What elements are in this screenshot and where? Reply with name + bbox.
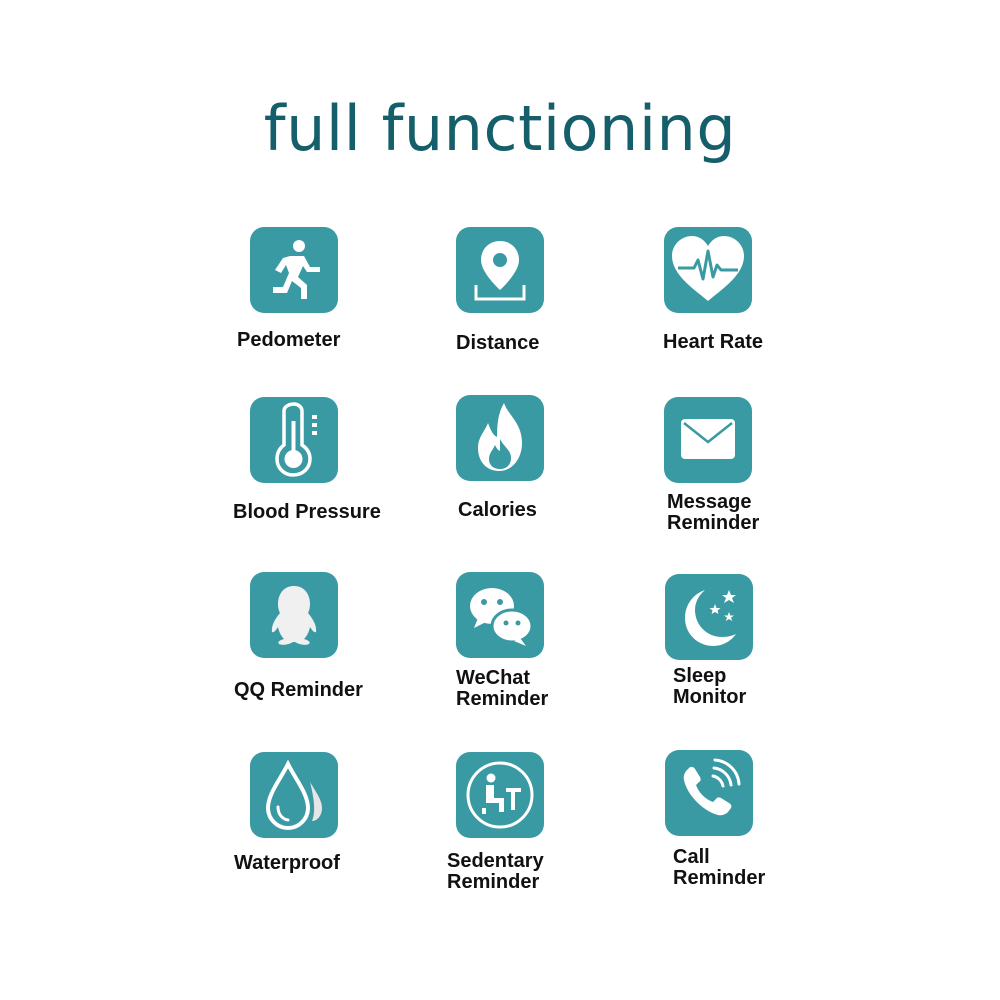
- message-reminder-tile: [664, 397, 752, 483]
- sitting-person-icon: [466, 761, 534, 829]
- qq-reminder-tile: [250, 572, 338, 658]
- distance-tile: [456, 227, 544, 313]
- message-reminder-line1: Message: [667, 491, 752, 513]
- penguin-icon: [271, 586, 317, 645]
- call-reminder-line2: Reminder: [673, 867, 766, 889]
- qq-reminder-label: QQ Reminder: [234, 679, 363, 701]
- sedentary-reminder-label: Sedentary Reminder: [447, 851, 544, 893]
- sleep-monitor-line1: Sleep: [673, 665, 727, 687]
- heartbeat-icon: [672, 236, 744, 301]
- running-person-icon: [273, 240, 320, 299]
- wechat-reminder-line2: Reminder: [456, 688, 549, 710]
- page-title: full functioning: [263, 92, 737, 165]
- message-reminder-line2: Reminder: [667, 512, 760, 534]
- call-reminder-label: Call Reminder: [673, 847, 765, 889]
- sedentary-reminder-tile: [456, 752, 544, 838]
- heart-rate-tile: [664, 227, 752, 313]
- message-reminder-label: Message Reminder: [667, 492, 759, 534]
- call-reminder-line1: Call: [673, 846, 710, 868]
- sleep-monitor-line2: Monitor: [673, 686, 747, 708]
- blood-pressure-label: Blood Pressure: [233, 501, 381, 523]
- sedentary-reminder-line2: Reminder: [447, 871, 540, 893]
- waterproof-tile: [250, 752, 338, 838]
- moon-stars-icon: [685, 590, 736, 646]
- pedometer-label: Pedometer: [237, 329, 341, 351]
- location-pin-icon: [474, 241, 526, 301]
- chat-bubbles-icon: [470, 588, 534, 646]
- heart-rate-label: Heart Rate: [663, 331, 764, 353]
- envelope-icon: [681, 419, 735, 459]
- flame-icon: [478, 403, 522, 471]
- blood-pressure-tile: [250, 397, 338, 483]
- calories-label: Calories: [458, 499, 537, 521]
- wechat-reminder-label: WeChat Reminder: [456, 668, 548, 710]
- wechat-reminder-tile: [456, 572, 544, 658]
- wechat-reminder-line1: WeChat: [456, 667, 531, 689]
- calories-tile: [456, 395, 544, 481]
- sleep-monitor-label: Sleep Monitor: [673, 666, 746, 708]
- thermometer-icon: [275, 402, 317, 477]
- sleep-monitor-tile: [665, 574, 753, 660]
- pedometer-tile: [250, 227, 338, 313]
- phone-ringing-icon: [683, 758, 741, 816]
- sedentary-reminder-line1: Sedentary: [447, 850, 544, 872]
- water-drop-icon: [265, 759, 322, 831]
- call-reminder-tile: [665, 750, 753, 836]
- distance-label: Distance: [456, 332, 540, 354]
- waterproof-label: Waterproof: [234, 852, 340, 874]
